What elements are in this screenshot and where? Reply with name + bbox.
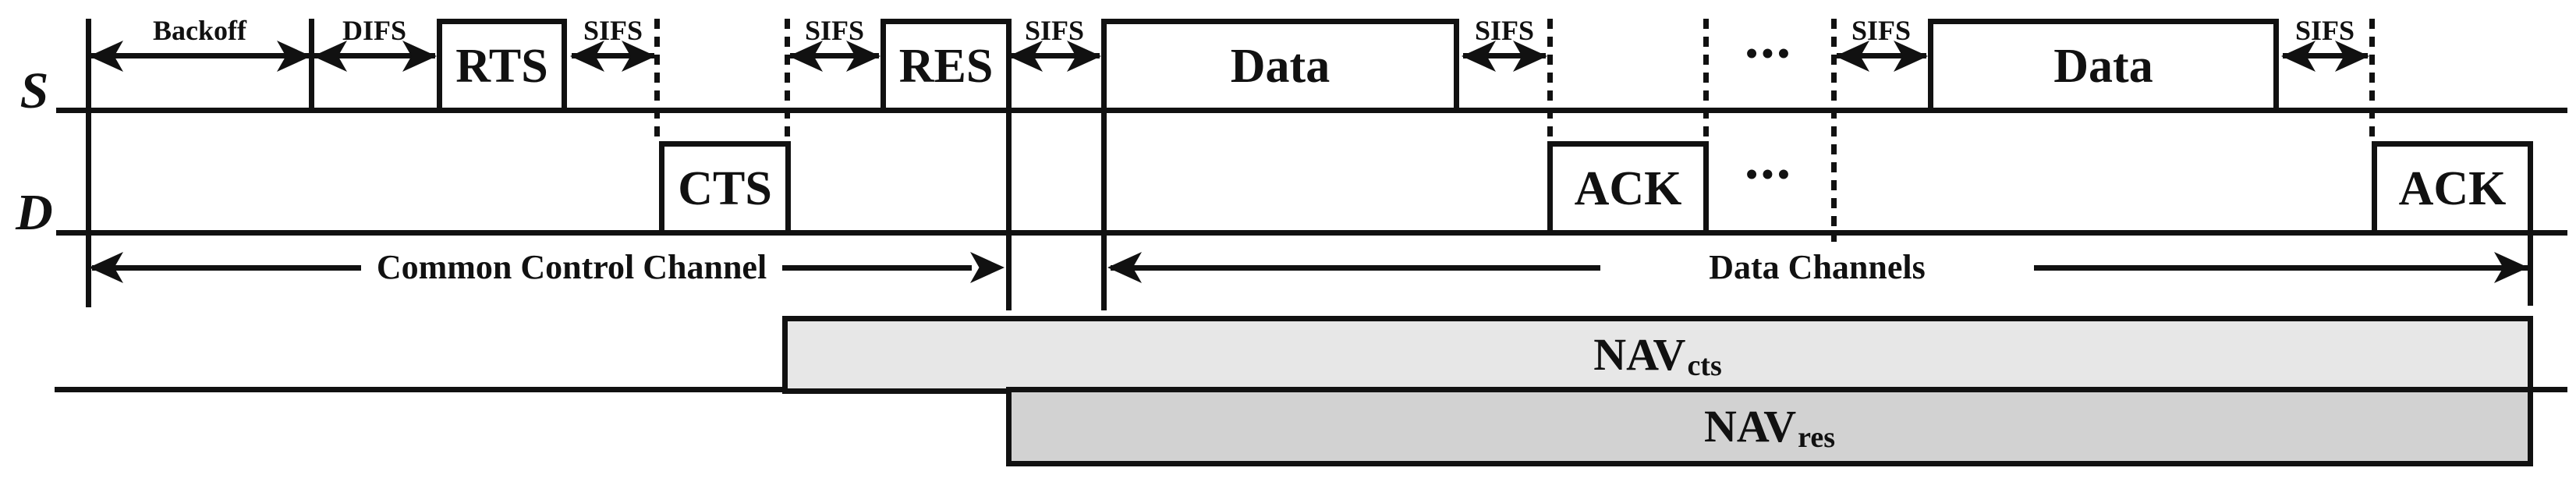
nav-res-subscript: res	[1798, 421, 1836, 454]
sifs-label-3: SIFS	[1024, 15, 1085, 46]
sifs-label-6: SIFS	[2294, 15, 2355, 46]
sifs-label-5: SIFS	[1851, 15, 1912, 46]
backoff-label: Backoff	[153, 15, 246, 46]
control-channel-arrow-shaft-right	[782, 265, 972, 271]
sifs-arrow-1	[570, 41, 656, 72]
data-frame-2: Data	[1928, 19, 2279, 113]
control-channel-arrowhead-right-icon	[970, 252, 1005, 283]
ellipsis-top: •••	[1745, 34, 1794, 73]
arrow-shaft	[90, 53, 310, 58]
cts-end-dashed-line	[785, 19, 790, 144]
destination-row-label: D	[16, 184, 53, 241]
destination-timeline	[56, 230, 2567, 236]
sifs-label-1: SIFS	[583, 15, 643, 46]
data-channels-arrow-shaft-right	[2034, 265, 2528, 271]
rts-end-dashed-line	[654, 19, 660, 144]
ack-frame-1: ACK	[1547, 141, 1709, 236]
ack-frame-label: ACK	[1574, 161, 1682, 215]
data-channel-start-line	[1101, 19, 1107, 310]
arrow-shaft	[1010, 53, 1100, 58]
source-row-label: S	[19, 62, 49, 119]
res-frame-label: RES	[898, 39, 994, 93]
sifs-arrow-3	[1008, 41, 1101, 72]
sifs-label-2: SIFS	[804, 15, 865, 46]
res-end-boundary-line	[1006, 19, 1012, 310]
ellipsis-bottom: •••	[1745, 155, 1794, 193]
backoff-arrow	[89, 41, 311, 72]
data-frame-label: Data	[2053, 39, 2153, 93]
arrow-shaft	[1463, 53, 1546, 58]
ack1-end-dashed-line	[1703, 19, 1709, 144]
ack-frame-2: ACK	[2372, 141, 2533, 236]
arrow-shaft	[314, 53, 435, 58]
control-channel-label: Common Control Channel	[376, 248, 767, 286]
data-channels-label: Data Channels	[1709, 248, 1926, 286]
cts-frame-label: CTS	[678, 161, 772, 215]
control-channel-arrow-shaft-left	[92, 265, 361, 271]
data-frame-label: Data	[1230, 39, 1331, 93]
sifs-arrow-6	[2281, 41, 2369, 72]
difs-arrow	[313, 41, 437, 72]
res-frame: RES	[881, 19, 1012, 113]
difs-label: DIFS	[342, 15, 407, 46]
data-frame-1: Data	[1101, 19, 1459, 113]
arrow-shaft	[790, 53, 879, 58]
start-boundary-line	[86, 19, 91, 307]
nav-cts-subscript: cts	[1687, 349, 1722, 382]
arrow-shaft	[572, 53, 654, 58]
sifs-arrow-4	[1462, 41, 1547, 72]
ack-frame-label: ACK	[2398, 161, 2507, 215]
sifs-arrow-5	[1835, 41, 1928, 72]
nav-cts-label: NAV	[1593, 329, 1686, 380]
arrow-shaft	[2283, 53, 2368, 58]
data2-end-dashed-line	[2369, 19, 2375, 144]
rts-frame-label: RTS	[455, 39, 548, 93]
nav-res-label: NAV	[1703, 401, 1797, 452]
cts-frame: CTS	[659, 141, 791, 236]
difs-tick-line	[309, 19, 314, 113]
mid-gap-dashed-line	[1831, 19, 1837, 242]
data-channels-arrow-shaft-left	[1111, 265, 1600, 271]
arrow-shaft	[1837, 53, 1926, 58]
sifs-arrow-2	[788, 41, 881, 72]
ack1-start-dashed-line	[1547, 19, 1553, 144]
sifs-label-4: SIFS	[1474, 15, 1535, 46]
rts-frame: RTS	[437, 19, 567, 113]
